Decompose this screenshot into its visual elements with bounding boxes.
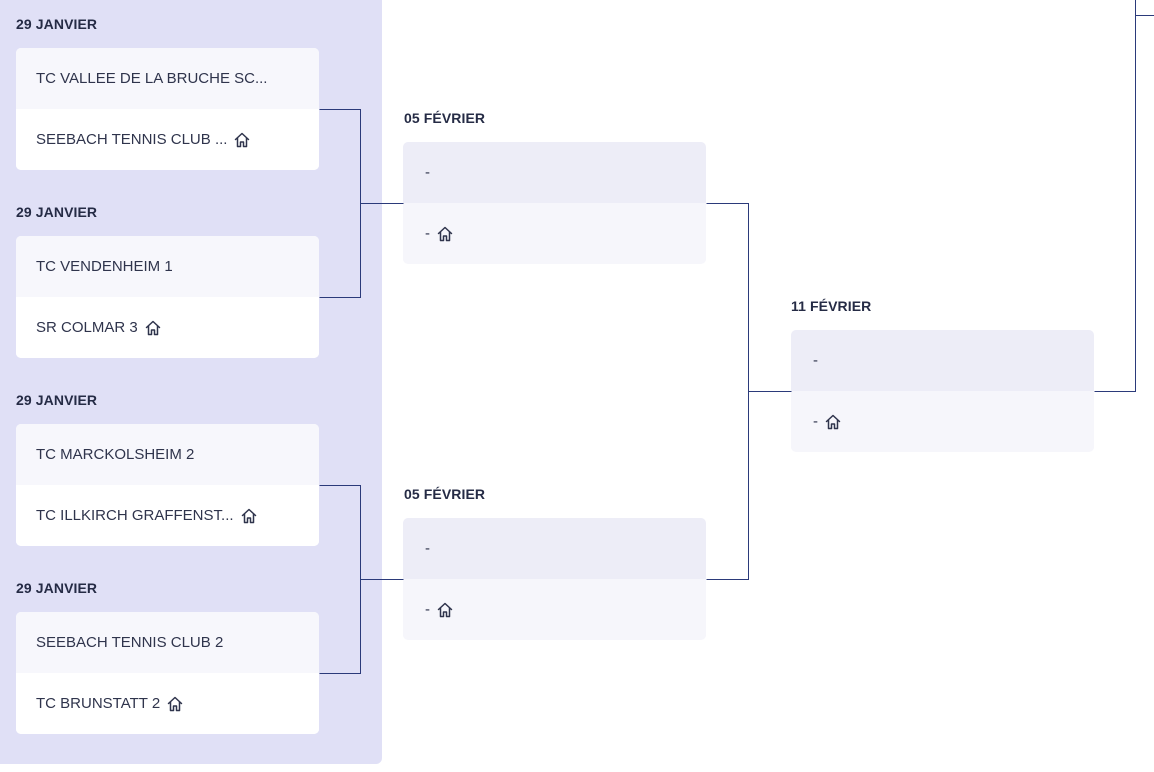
team-name: SEEBACH TENNIS CLUB 2 <box>36 634 224 651</box>
home-icon <box>824 413 842 431</box>
match-date: 05 FÉVRIER <box>404 486 486 502</box>
team-name: TC VENDENHEIM 1 <box>36 258 173 275</box>
team-name: - <box>425 225 430 242</box>
match-card[interactable]: SEEBACH TENNIS CLUB 2 TC BRUNSTATT 2 <box>16 612 319 734</box>
team-name: SEEBACH TENNIS CLUB ... <box>36 131 228 148</box>
match-date: 29 JANVIER <box>16 580 98 596</box>
team-row[interactable]: TC VENDENHEIM 1 <box>16 236 319 297</box>
team-name: TC BRUNSTATT 2 <box>36 695 161 712</box>
connector-line <box>1094 0 1136 392</box>
home-icon <box>166 695 184 713</box>
match-card[interactable]: - - <box>403 142 706 264</box>
team-row[interactable]: TC VALLEE DE LA BRUCHE SC... <box>16 48 319 109</box>
team-name: TC MARCKOLSHEIM 2 <box>36 446 195 463</box>
team-row[interactable]: TC ILLKIRCH GRAFFENST... <box>16 485 319 546</box>
match-card[interactable]: TC MARCKOLSHEIM 2 TC ILLKIRCH GRAFFENST.… <box>16 424 319 546</box>
match-date: 11 FÉVRIER <box>791 298 872 314</box>
team-row[interactable]: SEEBACH TENNIS CLUB 2 <box>16 612 319 673</box>
team-row[interactable]: - <box>791 391 1094 452</box>
team-name: TC ILLKIRCH GRAFFENST... <box>36 507 234 524</box>
match-date: 29 JANVIER <box>16 392 98 408</box>
team-row[interactable]: - <box>403 203 706 264</box>
team-row[interactable]: TC MARCKOLSHEIM 2 <box>16 424 319 485</box>
home-icon <box>144 319 162 337</box>
team-name: - <box>425 540 430 557</box>
team-name: - <box>813 352 818 369</box>
connector-line <box>706 203 749 580</box>
team-name: SR COLMAR 3 <box>36 319 138 336</box>
home-icon <box>436 225 454 243</box>
team-name: - <box>425 601 430 618</box>
team-row[interactable]: TC BRUNSTATT 2 <box>16 673 319 734</box>
match-date: 05 FÉVRIER <box>404 110 486 126</box>
team-row[interactable]: SEEBACH TENNIS CLUB ... <box>16 109 319 170</box>
match-card[interactable]: - - <box>791 330 1094 452</box>
match-date: 29 JANVIER <box>16 204 98 220</box>
home-icon <box>233 131 251 149</box>
match-card[interactable]: - - <box>403 518 706 640</box>
match-card[interactable]: TC VENDENHEIM 1 SR COLMAR 3 <box>16 236 319 358</box>
team-row[interactable]: - <box>791 330 1094 391</box>
team-name: - <box>813 413 818 430</box>
match-date: 29 JANVIER <box>16 16 98 32</box>
home-icon <box>240 507 258 525</box>
team-row[interactable]: - <box>403 518 706 579</box>
team-row[interactable]: - <box>403 142 706 203</box>
home-icon <box>436 601 454 619</box>
team-name: TC VALLEE DE LA BRUCHE SC... <box>36 70 268 87</box>
match-card[interactable]: TC VALLEE DE LA BRUCHE SC... SEEBACH TEN… <box>16 48 319 170</box>
team-name: - <box>425 164 430 181</box>
team-row[interactable]: SR COLMAR 3 <box>16 297 319 358</box>
team-row[interactable]: - <box>403 579 706 640</box>
